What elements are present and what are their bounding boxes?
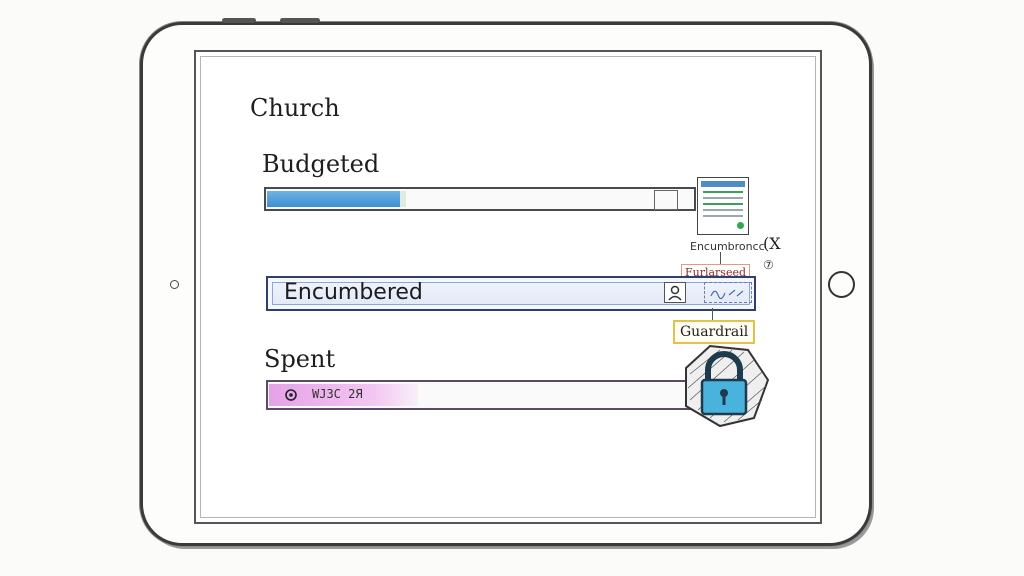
encumbrance-note: Encumbroncc [690,240,765,253]
annotation-mark: (X [763,234,781,253]
budgeted-bar[interactable] [264,187,696,211]
annotation-mark-2: ⑦ [763,258,774,272]
circle-icon [285,389,297,401]
connector-line [720,252,721,266]
guardrail-tag: Guardrail [673,320,756,344]
budgeted-fill [267,191,400,207]
app-title: Church [250,94,340,122]
spent-fill [269,384,418,406]
lock-icon[interactable] [676,340,772,428]
front-camera [170,280,179,289]
volume-button [222,18,256,23]
document-icon[interactable] [697,177,749,235]
encumbered-inner [272,282,750,305]
spent-bar[interactable]: WЈЗС 2Я [266,380,696,410]
power-button [280,18,320,23]
budgeted-label: Budgeted [262,150,380,178]
signature-icon[interactable] [704,282,752,303]
person-icon[interactable] [664,282,686,303]
budgeted-end-marker [654,190,678,210]
budgeted-fill-tail [400,191,406,207]
screen-inner-border [200,56,816,518]
home-button[interactable] [828,271,855,298]
spent-value: WЈЗС 2Я [312,387,363,401]
encumbered-label: Encumbered [284,280,423,305]
encumbered-bar[interactable]: Encumbered [266,276,756,311]
spent-label: Spent [264,345,336,373]
connector-line-2 [712,308,713,322]
